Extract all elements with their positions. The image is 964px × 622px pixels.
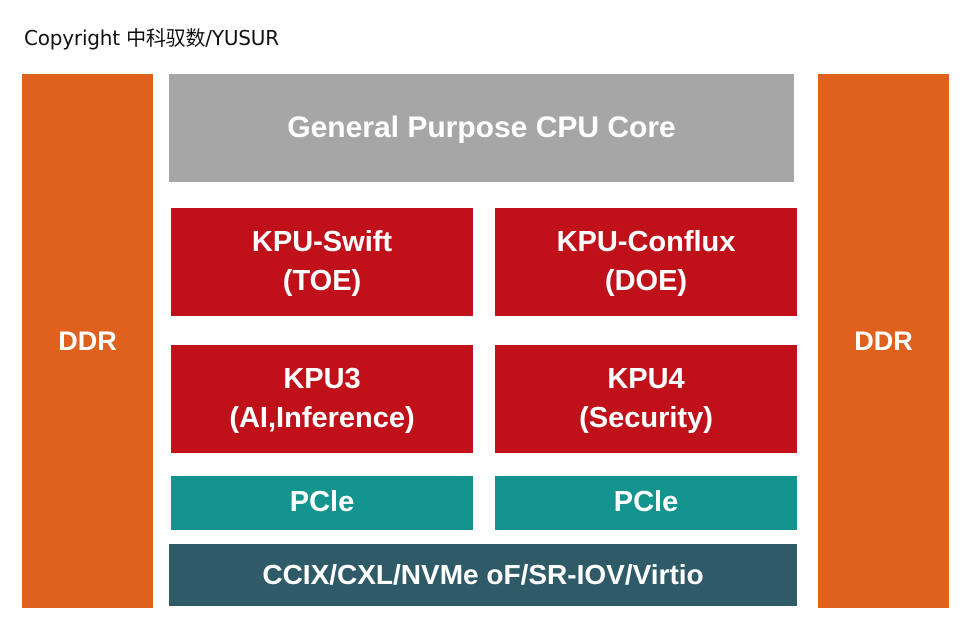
ddr-left-block: DDR [22,74,153,608]
kpu4-block: KPU4 (Security) [495,345,797,453]
cpu-core-label: General Purpose CPU Core [287,110,676,144]
pcie-right-label: PCle [613,486,679,519]
kpu3-name: KPU3 [283,362,361,395]
kpu-conflux-name: KPU-Conflux [556,225,736,258]
copyright-text: Copyright 中科驭数/YUSUR [24,26,279,50]
pcie-right-block: PCle [495,476,797,530]
cpu-core-block: General Purpose CPU Core [169,74,794,182]
ddr-left-label: DDR [58,325,117,356]
pcie-left-label: PCle [289,486,355,519]
kpu-conflux-role: (DOE) [604,265,688,297]
kpu-conflux-block: KPU-Conflux (DOE) [495,208,797,316]
interconnect-label: CCIX/CXL/NVMe oF/SR-IOV/Virtio [262,559,704,591]
kpu3-block: KPU3 (AI,Inference) [171,345,473,453]
kpu-swift-name: KPU-Swift [251,225,393,258]
kpu-swift-block: KPU-Swift (TOE) [171,208,473,316]
ddr-right-label: DDR [854,325,913,356]
kpu-swift-role: (TOE) [282,265,362,297]
kpu4-role: (Security) [579,402,713,434]
kpu3-role: (AI,Inference) [229,402,415,434]
interconnect-bus-block: CCIX/CXL/NVMe oF/SR-IOV/Virtio [169,544,797,606]
ddr-right-block: DDR [818,74,949,608]
kpu4-name: KPU4 [607,362,685,395]
pcie-left-block: PCle [171,476,473,530]
